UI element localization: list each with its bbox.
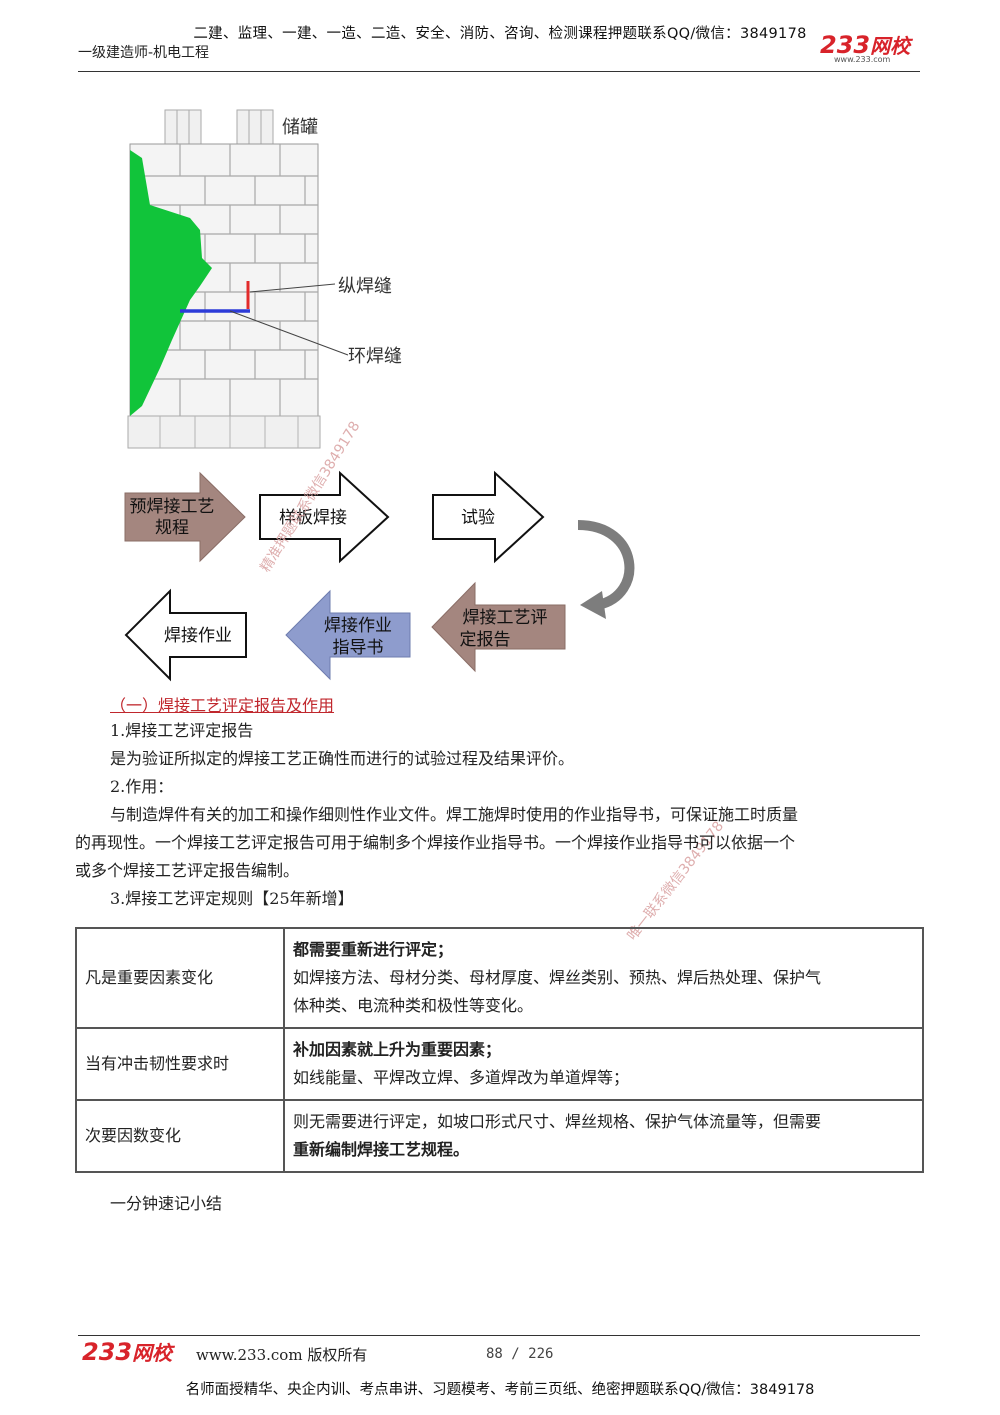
row2-factor: 当有冲击韧性要求时 <box>75 1027 285 1101</box>
footer-contact-line: 名师面授精华、央企内训、考点串讲、习题模考、考前三页纸、绝密押题联系QQ/微信：… <box>185 1382 815 1398</box>
flow-step-4-line2: 定报告 <box>460 630 511 650</box>
table-row: 凡是重要因素变化 都需要重新进行评定； 如焊接方法、母材分类、母材厚度、焊丝类别… <box>75 927 924 1029</box>
table-row: 次要因数变化 则无需要进行评定，如坡口形式尺寸、焊丝规格、保护气体流量等，但需要… <box>75 1099 924 1173</box>
footer-logo-name: 网校 <box>132 1341 173 1365</box>
footer-copyright: www.233.com 版权所有 <box>196 1346 368 1364</box>
logo-name: 网校 <box>870 34 911 58</box>
flow-step-4-line1: 焊接工艺评 <box>463 608 548 628</box>
label-circumferential-weld: 环焊缝 <box>348 346 402 367</box>
footer-divider <box>78 1335 920 1336</box>
item2-line1: 与制造焊件有关的加工和操作细则性作业文件。焊工施焊时使用的作业指导书，可保证施工… <box>110 805 799 824</box>
item3-heading: 3.焊接工艺评定规则【25年新增】 <box>110 889 354 908</box>
flow-curved-arrow <box>577 520 635 619</box>
flow-step-2-arrow: 样板焊接 <box>259 470 390 564</box>
flow-step-6-arrow: 焊接作业 <box>124 588 247 682</box>
flow-step-1-arrow: 预焊接工艺 规程 <box>124 471 246 563</box>
logo-number: 233 <box>820 31 871 59</box>
page-number: 88 / 226 <box>486 1346 554 1362</box>
row3-factor: 次要因数变化 <box>75 1099 285 1173</box>
item2-heading: 2.作用： <box>110 777 174 796</box>
brand-logo: 233网校 www.233.com <box>820 30 920 64</box>
tank-nozzles <box>164 109 274 145</box>
row1-detail: 都需要重新进行评定； 如焊接方法、母材分类、母材厚度、焊丝类别、预热、焊后热处理… <box>283 927 924 1029</box>
row2-detail-bold: 补加因素就上升为重要因素； <box>293 1040 502 1059</box>
storage-tank-figure: 储罐 纵焊缝 环焊缝 <box>127 109 402 449</box>
flow-step-3-arrow: 试验 <box>432 470 545 564</box>
flow-step-2-label: 样板焊接 <box>279 508 347 528</box>
row3-detail: 则无需要进行评定，如坡口形式尺寸、焊丝规格、保护气体流量等，但需要 重新编制焊接… <box>283 1099 924 1173</box>
wps-flow-diagram: 预焊接工艺 规程 样板焊接 试验 焊接工艺评 定报告 焊接作业 指导书 焊接作业 <box>124 470 635 682</box>
flow-step-5-line1: 焊接作业 <box>324 616 392 636</box>
summary-heading: 一分钟速记小结 <box>110 1194 223 1213</box>
header-contact-line: 二建、监理、一建、一造、二造、安全、消防、咨询、检测课程押题联系QQ/微信：38… <box>193 26 807 42</box>
footer-logo: 233网校 <box>82 1337 172 1366</box>
label-tank: 储罐 <box>282 117 318 138</box>
logo-url: www.233.com <box>834 55 891 64</box>
leader-line-circumferential <box>229 310 349 356</box>
green-soil-shape <box>130 150 212 416</box>
flow-step-5-arrow: 焊接作业 指导书 <box>285 589 411 681</box>
section-title: （一）焊接工艺评定报告及作用 <box>110 696 335 715</box>
item1-heading: 1.焊接工艺评定报告 <box>110 721 254 740</box>
leader-line-longitudinal <box>249 283 336 293</box>
row2-detail-line1: 如线能量、平焊改立焊、多道焊改为单道焊等； <box>293 1068 630 1087</box>
item2-line2: 的再现性。一个焊接工艺评定报告可用于编制多个焊接作业指导书。一个焊接作业指导书可… <box>75 833 796 852</box>
footer-logo-number: 233 <box>82 1338 133 1366</box>
row1-detail-bold: 都需要重新进行评定； <box>293 940 454 959</box>
row3-detail-bold-line2: 重新编制焊接工艺规程。 <box>293 1140 470 1159</box>
flow-step-4-arrow: 焊接工艺评 定报告 <box>431 581 566 673</box>
label-longitudinal-weld: 纵焊缝 <box>338 276 392 297</box>
flow-step-1-line1: 预焊接工艺 <box>130 497 215 517</box>
table-row: 当有冲击韧性要求时 补加因素就上升为重要因素； 如线能量、平焊改立焊、多道焊改为… <box>75 1027 924 1101</box>
row1-factor: 凡是重要因素变化 <box>75 927 285 1029</box>
wps-rules-table: 凡是重要因素变化 都需要重新进行评定； 如焊接方法、母材分类、母材厚度、焊丝类别… <box>75 927 924 1173</box>
row1-detail-line2: 体种类、电流种类和极性等变化。 <box>293 996 534 1015</box>
row2-detail: 补加因素就上升为重要因素； 如线能量、平焊改立焊、多道焊改为单道焊等； <box>283 1027 924 1101</box>
flow-step-6-label: 焊接作业 <box>164 626 232 646</box>
flow-step-3-label: 试验 <box>461 508 495 528</box>
flow-step-1-line2: 规程 <box>155 518 189 538</box>
header-divider <box>78 71 920 72</box>
item1-text: 是为验证所拟定的焊接工艺正确性而进行的试验过程及结果评价。 <box>110 749 575 768</box>
item2-line3: 或多个焊接工艺评定报告编制。 <box>75 861 300 880</box>
row3-detail-line1: 则无需要进行评定，如坡口形式尺寸、焊丝规格、保护气体流量等，但需要 <box>293 1112 822 1131</box>
document-subtitle: 一级建造师-机电工程 <box>78 45 210 61</box>
row1-detail-line1: 如焊接方法、母材分类、母材厚度、焊丝类别、预热、焊后热处理、保护气 <box>293 968 822 987</box>
flow-step-5-line2: 指导书 <box>333 638 384 658</box>
